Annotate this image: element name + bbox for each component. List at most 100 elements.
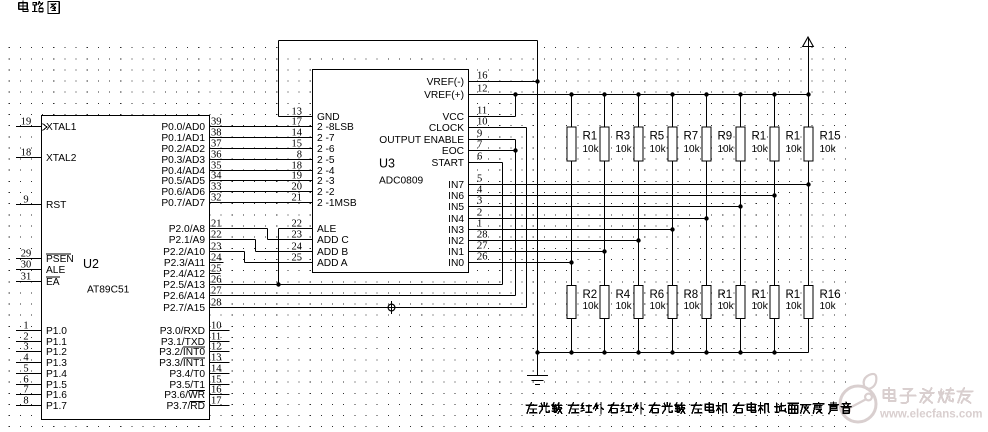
svg-text:17: 17 xyxy=(292,117,303,128)
svg-text:P2.4/A12: P2.4/A12 xyxy=(163,269,205,280)
svg-text:2 -8LSB: 2 -8LSB xyxy=(317,122,354,133)
svg-text:18: 18 xyxy=(292,161,303,172)
svg-text:33: 33 xyxy=(211,182,222,193)
svg-text:P1.0: P1.0 xyxy=(46,326,67,337)
svg-text:13: 13 xyxy=(211,353,222,364)
svg-text:10k: 10k xyxy=(718,144,735,155)
svg-text:24: 24 xyxy=(292,242,303,253)
svg-text:10k: 10k xyxy=(583,301,600,312)
svg-text:31: 31 xyxy=(21,272,32,283)
svg-text:R4: R4 xyxy=(616,289,631,301)
svg-text:EA: EA xyxy=(46,277,60,288)
svg-text:26: 26 xyxy=(211,275,222,286)
svg-text:P2.7/A15: P2.7/A15 xyxy=(163,303,205,314)
svg-text:20: 20 xyxy=(292,182,303,193)
svg-text:IN1: IN1 xyxy=(448,247,464,258)
svg-text:OUTPUT ENABLE: OUTPUT ENABLE xyxy=(379,135,464,146)
svg-text:36: 36 xyxy=(211,150,222,161)
svg-text:P0.0/AD0: P0.0/AD0 xyxy=(161,122,205,133)
svg-text:28: 28 xyxy=(477,230,488,241)
svg-text:34: 34 xyxy=(211,171,222,182)
svg-text:R6: R6 xyxy=(650,289,665,301)
svg-text:P1.5: P1.5 xyxy=(46,380,67,391)
svg-text:9: 9 xyxy=(477,129,482,140)
svg-text:P0.7/AD7: P0.7/AD7 xyxy=(161,198,205,209)
svg-text:19: 19 xyxy=(21,117,32,128)
svg-text:ADD A: ADD A xyxy=(317,258,348,269)
svg-text:38: 38 xyxy=(211,128,222,139)
svg-text:R16: R16 xyxy=(820,289,841,301)
svg-text:3: 3 xyxy=(477,196,482,207)
svg-text:6: 6 xyxy=(477,152,482,163)
svg-text:10k: 10k xyxy=(583,144,600,155)
svg-text:18: 18 xyxy=(21,148,32,159)
svg-text:2 -7: 2 -7 xyxy=(317,133,335,144)
svg-text:ADC0809: ADC0809 xyxy=(379,176,424,187)
svg-text:P0.2/AD2: P0.2/AD2 xyxy=(161,144,205,155)
svg-text:10k: 10k xyxy=(684,144,701,155)
svg-text:P3.5/T1: P3.5/T1 xyxy=(169,380,205,391)
svg-text:3: 3 xyxy=(23,342,28,353)
svg-text:START: START xyxy=(432,158,464,169)
svg-text:24: 24 xyxy=(211,253,222,264)
svg-text:P3.2/INT0: P3.2/INT0 xyxy=(159,347,205,358)
svg-text:R8: R8 xyxy=(684,289,699,301)
svg-text:10k: 10k xyxy=(786,144,803,155)
svg-text:GND: GND xyxy=(317,112,340,123)
svg-text:14: 14 xyxy=(292,128,303,139)
svg-text:www.elecfans.com: www.elecfans.com xyxy=(879,409,982,421)
svg-text:P1.4: P1.4 xyxy=(46,369,67,380)
svg-text:R9: R9 xyxy=(718,131,733,143)
svg-text:23: 23 xyxy=(292,230,303,241)
svg-text:P2.0/A8: P2.0/A8 xyxy=(169,224,206,235)
svg-text:P2.1/A9: P2.1/A9 xyxy=(169,235,206,246)
svg-text:21: 21 xyxy=(292,193,303,204)
svg-text:R2: R2 xyxy=(583,289,598,301)
svg-text:10k: 10k xyxy=(650,144,667,155)
svg-text:2: 2 xyxy=(477,208,482,219)
svg-text:37: 37 xyxy=(211,139,222,150)
svg-text:PSEN: PSEN xyxy=(46,254,74,265)
svg-text:2: 2 xyxy=(23,332,28,343)
svg-text:10k: 10k xyxy=(820,144,837,155)
svg-text:17: 17 xyxy=(211,396,222,407)
svg-text:U2: U2 xyxy=(83,257,99,271)
svg-text:26: 26 xyxy=(477,252,488,263)
svg-text:R1: R1 xyxy=(752,131,767,143)
svg-text:2 -1MSB: 2 -1MSB xyxy=(317,198,357,209)
svg-text:P1.2: P1.2 xyxy=(46,347,67,358)
svg-text:4: 4 xyxy=(477,185,483,196)
svg-text:R7: R7 xyxy=(684,131,699,143)
svg-text:27: 27 xyxy=(477,241,488,252)
svg-text:32: 32 xyxy=(211,193,222,204)
svg-text:39: 39 xyxy=(211,117,222,128)
svg-text:8: 8 xyxy=(23,396,28,407)
svg-text:VREF(+): VREF(+) xyxy=(424,90,464,101)
svg-text:R1: R1 xyxy=(583,131,598,143)
svg-text:P2.2/A10: P2.2/A10 xyxy=(163,247,205,258)
svg-text:15: 15 xyxy=(211,375,222,386)
svg-text:R1: R1 xyxy=(718,289,733,301)
svg-text:ADD C: ADD C xyxy=(317,235,349,246)
svg-text:4: 4 xyxy=(23,353,29,364)
svg-text:P0.6/AD6: P0.6/AD6 xyxy=(161,187,205,198)
svg-text:R3: R3 xyxy=(616,131,631,143)
svg-text:10: 10 xyxy=(211,321,222,332)
svg-text:ADD B: ADD B xyxy=(317,247,348,258)
svg-text:ALE: ALE xyxy=(46,265,65,276)
svg-text:21: 21 xyxy=(211,219,222,230)
svg-text:11: 11 xyxy=(211,332,221,343)
svg-text:10k: 10k xyxy=(718,301,735,312)
svg-text:10k: 10k xyxy=(752,144,769,155)
svg-text:15: 15 xyxy=(292,139,303,150)
svg-text:P3.0/RXD: P3.0/RXD xyxy=(160,326,205,337)
svg-text:P0.5/AD5: P0.5/AD5 xyxy=(161,176,205,187)
svg-text:25: 25 xyxy=(211,264,222,275)
svg-text:28: 28 xyxy=(211,298,222,309)
svg-text:EOC: EOC xyxy=(442,146,464,157)
svg-text:8: 8 xyxy=(297,150,302,161)
svg-text:R1: R1 xyxy=(786,131,801,143)
svg-text:R15: R15 xyxy=(820,131,841,143)
svg-text:XTAL1: XTAL1 xyxy=(46,122,77,133)
svg-text:1: 1 xyxy=(23,321,28,332)
